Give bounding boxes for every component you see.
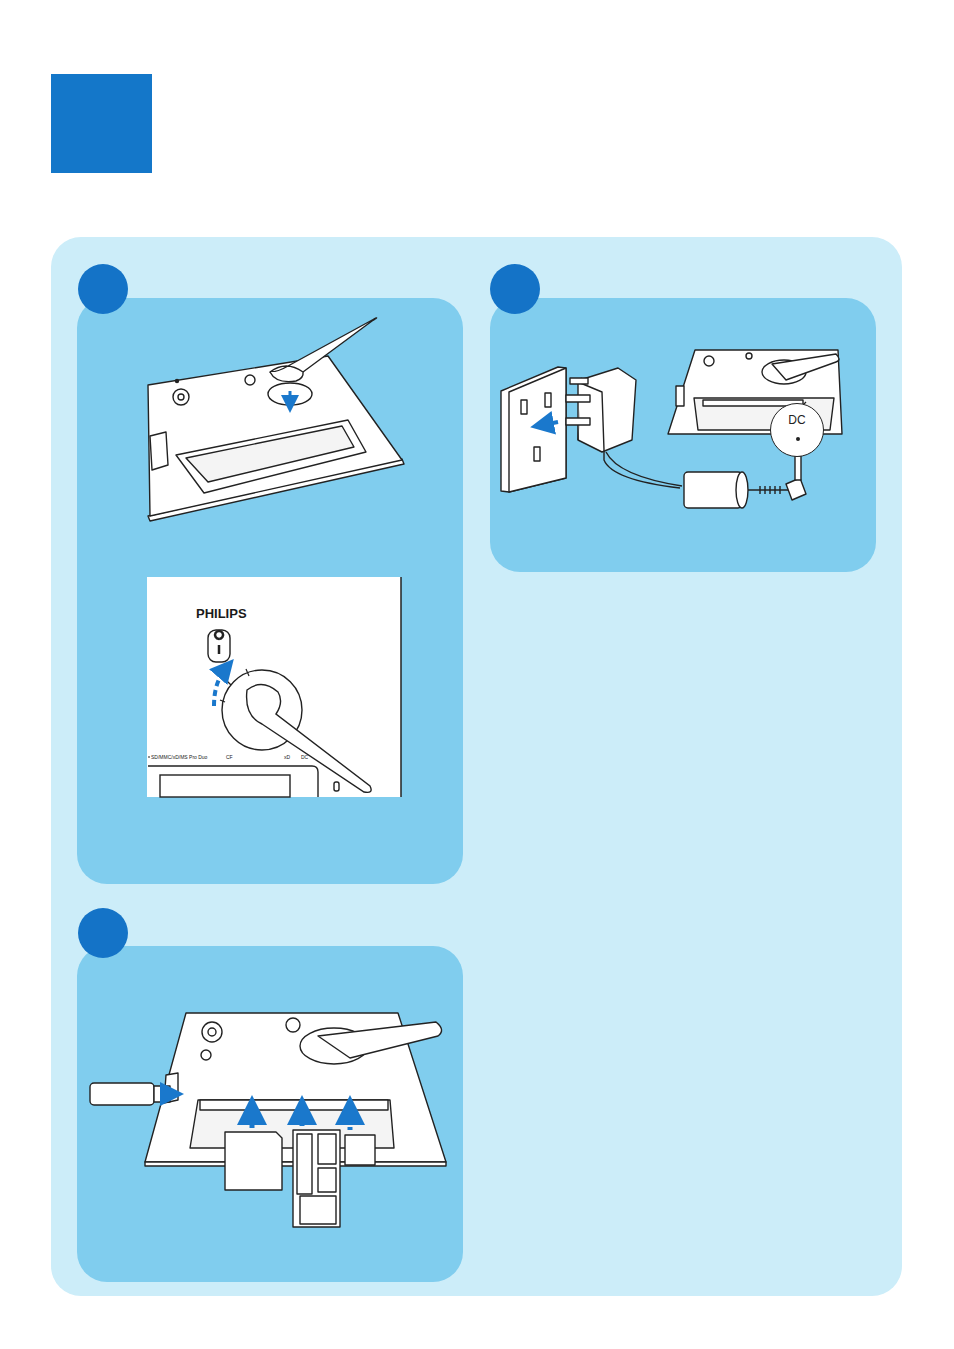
pin-dot bbox=[796, 437, 800, 441]
slot-label: SD/MMC/xD/MS Pro Duo bbox=[151, 755, 207, 760]
port-label: DC bbox=[771, 414, 823, 426]
slot-label: CF bbox=[226, 755, 233, 760]
connector-callout: DC bbox=[770, 403, 824, 457]
brand-label: PHILIPS bbox=[196, 607, 247, 620]
slot-label: xD bbox=[284, 755, 290, 760]
slot-label: DC bbox=[301, 755, 308, 760]
